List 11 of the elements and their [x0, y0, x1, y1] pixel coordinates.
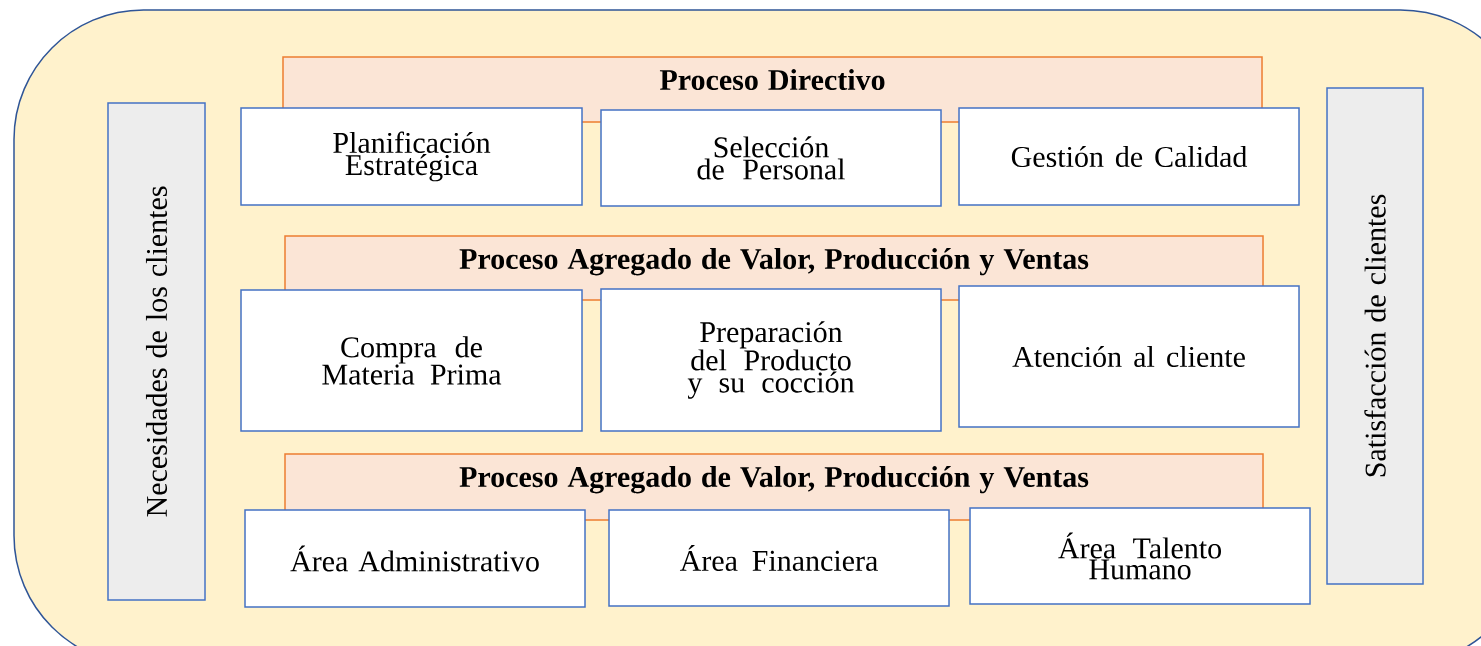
vertical-label-box: Necesidades de los clientes	[107, 102, 206, 601]
process-box: Área Financiera	[608, 509, 950, 607]
process-box: Compra de Materia Prima	[240, 289, 583, 432]
process-box: Selección de Personal	[600, 109, 942, 207]
process-box: Atención al cliente	[958, 285, 1300, 428]
process-box: Gestión de Calidad	[958, 107, 1300, 206]
process-box: Área Administrativo	[244, 509, 586, 608]
vertical-label-box: Satisfacción de clientes	[1326, 87, 1424, 585]
process-box: Preparación del Producto y su cocción	[600, 288, 942, 432]
process-box: Planificación Estratégica	[240, 107, 583, 206]
process-box: Área Talento Humano	[969, 507, 1311, 605]
